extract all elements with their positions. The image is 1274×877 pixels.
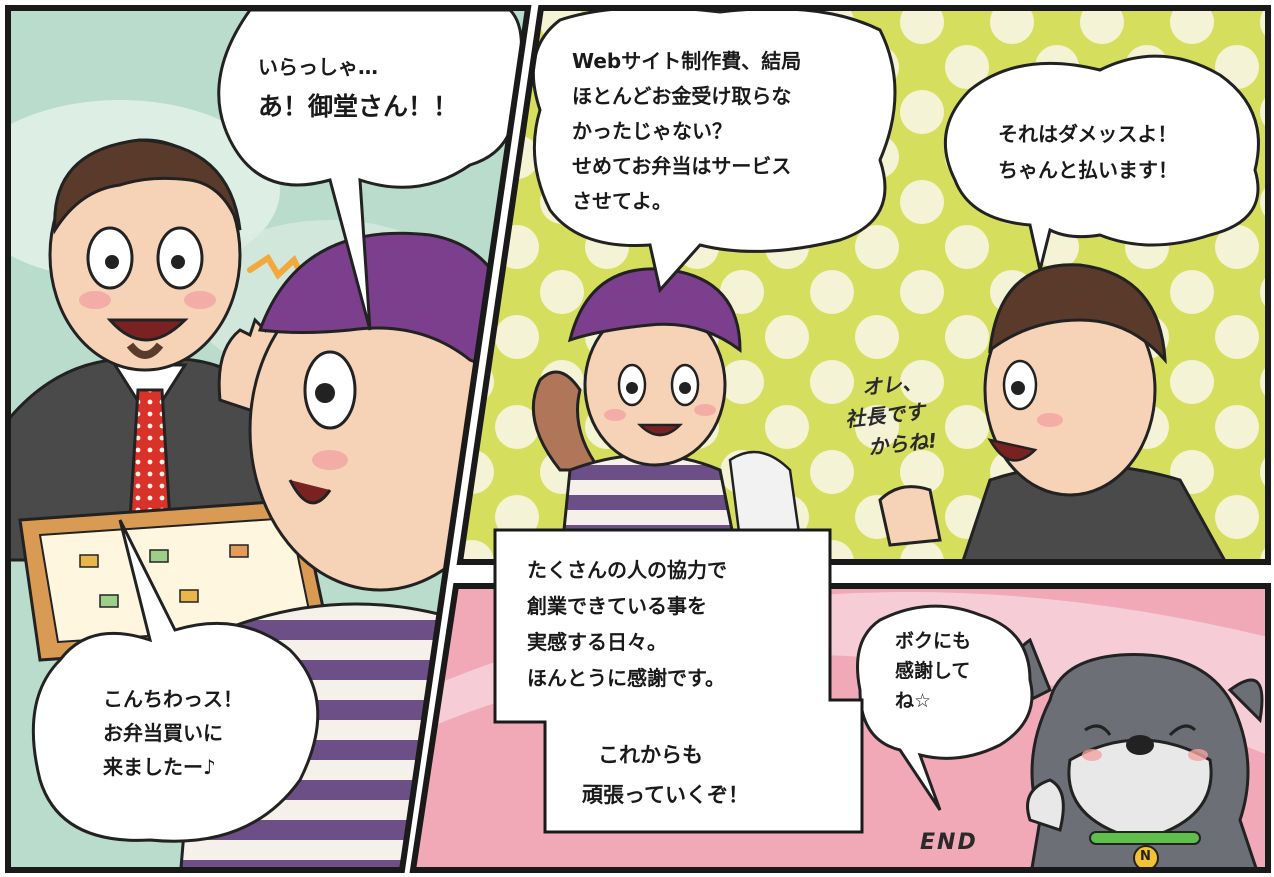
speech-bubble-dog	[856, 604, 1034, 811]
speech-bubble-bottom	[31, 519, 320, 843]
narration-box	[493, 528, 864, 834]
speech-bubble-right	[943, 54, 1260, 271]
owner-figure-right	[878, 263, 1233, 562]
dog-mascot	[1013, 637, 1264, 870]
panel-1	[8, 8, 528, 870]
girl-figure	[531, 267, 802, 562]
panel-2	[460, 8, 1268, 562]
